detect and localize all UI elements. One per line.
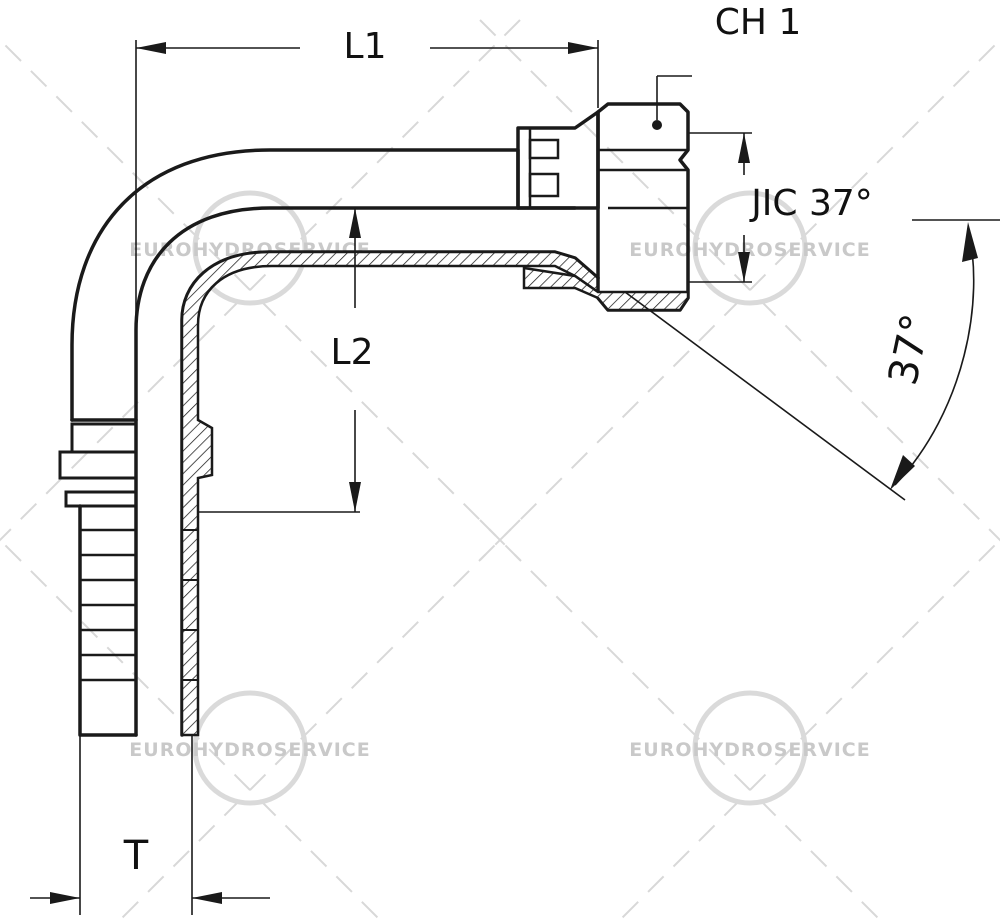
dimension-t: T [30,735,270,915]
l2-label: L2 [331,332,374,373]
watermark-grid [0,19,1000,920]
hatched-section [180,250,600,737]
watermark-text: EUROHYDROSERVICE [629,239,870,261]
dimension-l1: L1 [135,26,599,420]
watermark-text: EUROHYDROSERVICE [629,739,870,761]
t-label: T [123,833,149,879]
jic-label: JIC 37° [749,183,873,224]
watermark-logo-4: EUROHYDROSERVICE [629,690,870,806]
hatched-nut-section [522,266,690,312]
dimension-ch1: CH 1 [656,2,802,120]
l1-label: L1 [344,26,387,67]
angle-label: 37° [880,310,940,389]
watermark-text: EUROHYDROSERVICE [129,739,370,761]
watermark-logo-3: EUROHYDROSERVICE [129,690,370,806]
dimension-l2: L2 [198,208,374,513]
dimension-jic: JIC 37° [688,132,873,283]
elbow-fitting [58,102,690,737]
ch1-label: CH 1 [715,2,802,43]
